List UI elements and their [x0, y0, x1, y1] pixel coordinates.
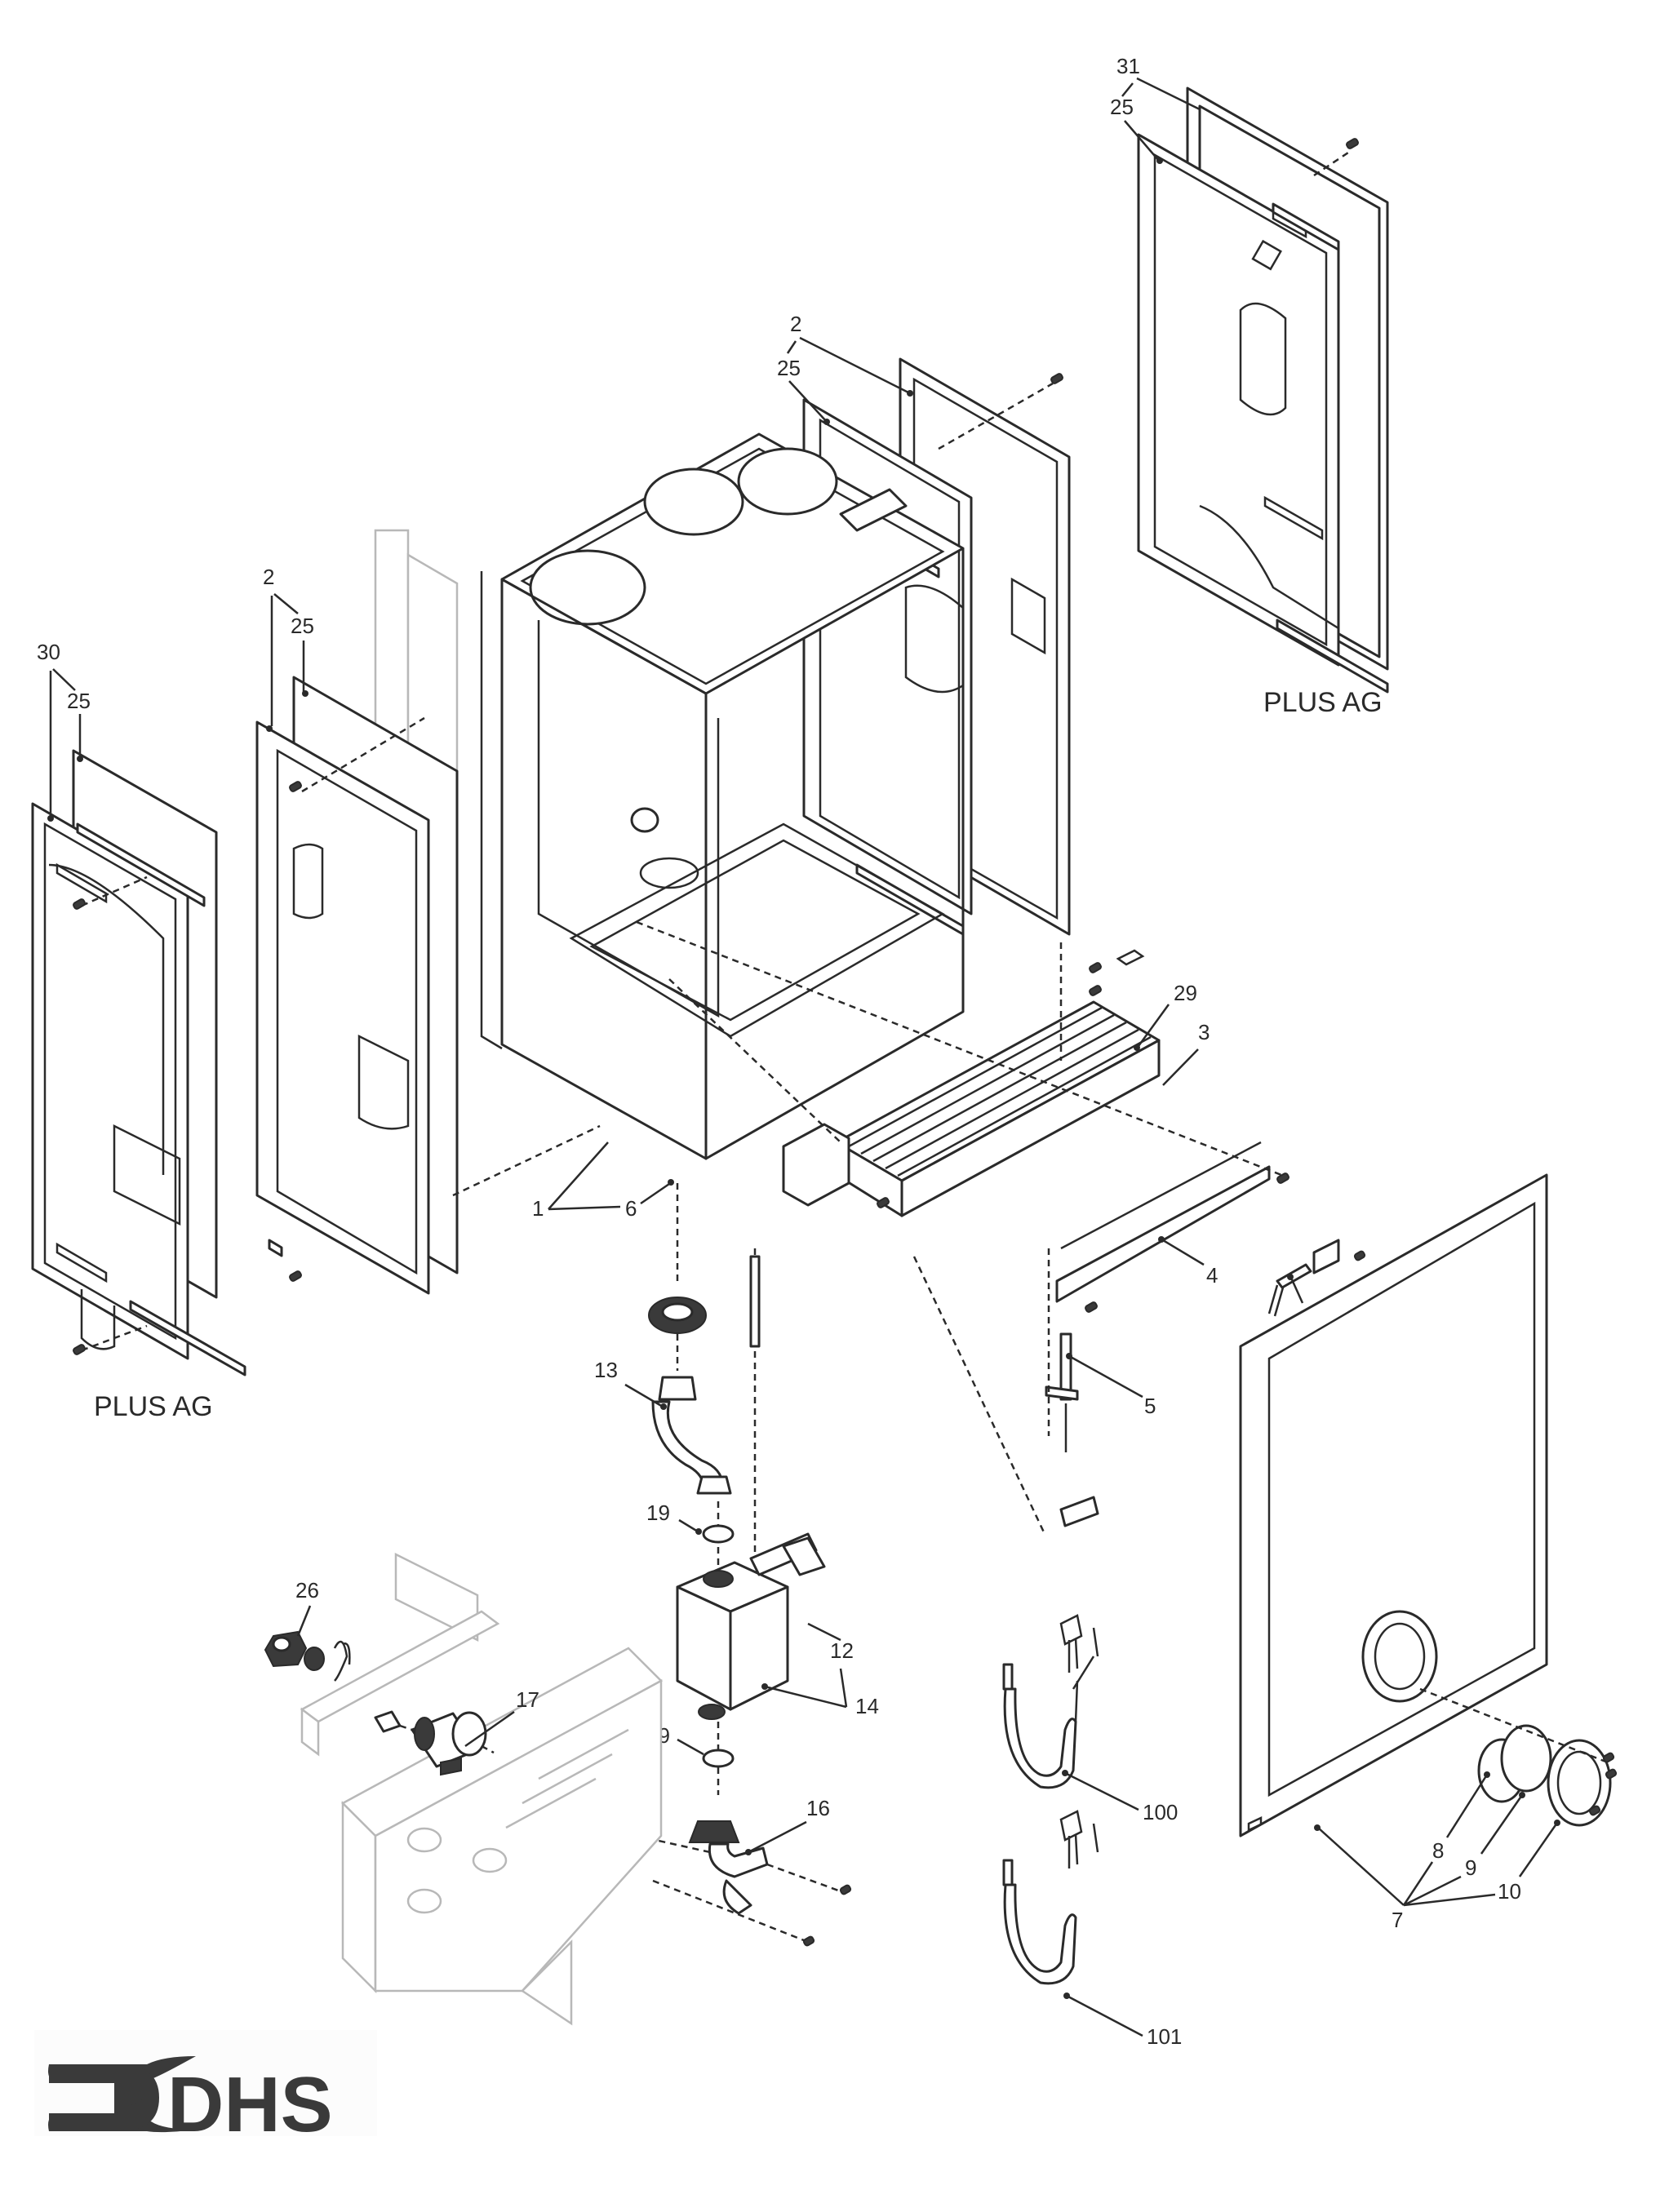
callout-5: 5: [1066, 1353, 1156, 1418]
callout-label-30: 30: [37, 640, 60, 664]
callout-label-8: 8: [1432, 1838, 1444, 1863]
front-panel-plus-ag-top-right: [1137, 86, 1389, 694]
callout-17: 17: [464, 1687, 539, 1748]
callout-label-4: 4: [1206, 1263, 1218, 1288]
callout-26: 26: [295, 1578, 319, 1637]
callout-label-14: 14: [855, 1694, 879, 1718]
gas-valve: [676, 1532, 826, 1720]
callout-100: 100: [1062, 1770, 1178, 1824]
washer-upper: [702, 1501, 735, 1575]
front-panel-plus-ag-left: [31, 749, 246, 1376]
callout-label-16: 16: [806, 1796, 830, 1820]
gas-pipe-assembly: [648, 1183, 761, 1567]
callout-label-2: 2: [263, 565, 274, 589]
callout-label-26: 26: [295, 1578, 319, 1602]
flame-sensor: [1267, 1239, 1366, 1317]
callout-label-25: 25: [1110, 95, 1134, 119]
wiring-harness-100: [1002, 1614, 1099, 1789]
callout-label-29: 29: [1174, 981, 1197, 1005]
callout-25-far-left: 25: [67, 689, 91, 762]
callout-19-upper: 19: [646, 1501, 702, 1535]
front-cover: [1239, 1173, 1548, 1837]
callout-2-left: 2: [263, 565, 299, 732]
callout-label-5: 5: [1144, 1394, 1156, 1418]
callout-25-top-right: 25: [1110, 95, 1163, 164]
burner-bracket: [1055, 1141, 1271, 1313]
callout-label-6: 6: [625, 1196, 637, 1221]
water-inlet-elbow: [636, 1820, 852, 1947]
hydraulic-frame-background: [300, 1552, 664, 2026]
side-panel-right: [802, 357, 1071, 936]
callout-label-2: 2: [790, 312, 801, 336]
callout-4: 4: [1158, 1236, 1218, 1288]
callout-16: 16: [745, 1796, 830, 1855]
callout-13: 13: [594, 1358, 667, 1410]
callout-label-31: 31: [1116, 54, 1140, 78]
callout-30: 30: [37, 640, 76, 822]
callout-label-25: 25: [291, 614, 314, 638]
callout-label-101: 101: [1147, 2024, 1182, 2049]
washer-lower: [702, 1722, 735, 1795]
callout-31: 31: [1116, 54, 1201, 111]
callout-label-1: 1: [532, 1196, 544, 1221]
callout-label-25: 25: [67, 689, 91, 713]
callout-label-9: 9: [1465, 1855, 1476, 1880]
callout-12-14: 12 14: [761, 1622, 879, 1718]
callout-label-7: 7: [1392, 1908, 1403, 1932]
callout-2-top: 2: [786, 312, 913, 397]
variant-label-plus-ag-left: PLUS AG: [94, 1391, 213, 1422]
callout-label-12: 12: [830, 1638, 854, 1663]
burner-assembly: [782, 942, 1289, 1217]
callout-25-left: 25: [291, 614, 314, 697]
callout-label-100: 100: [1143, 1800, 1178, 1824]
callout-1-and-6: 1 6: [532, 1141, 674, 1221]
dhs-logo: DHS: [34, 2030, 377, 2148]
flue-retaining-ring: [1419, 1687, 1618, 1827]
wiring-harness-101: [1002, 1810, 1099, 1985]
callout-101: 101: [1063, 1993, 1182, 2049]
callout-label-19: 19: [646, 1501, 670, 1525]
callout-3: 3: [1162, 1020, 1210, 1086]
callout-label-25: 25: [777, 356, 801, 380]
safety-valve-nut: [264, 1630, 351, 1682]
callout-label-13: 13: [594, 1358, 618, 1382]
ignition-electrode: [1045, 1248, 1099, 1527]
callout-7-8-9-10: 8 9 10 7: [1314, 1771, 1560, 1932]
callout-25-top: 25: [777, 356, 830, 425]
variant-label-plus-ag-right: PLUS AG: [1263, 687, 1383, 718]
callout-29: 29: [1134, 981, 1197, 1051]
side-panel-left: [255, 676, 601, 1295]
assembly-guide-lines: [636, 920, 1282, 1535]
callout-label-3: 3: [1198, 1020, 1210, 1044]
pressure-relief-valve: [374, 1710, 495, 1776]
callout-label-17: 17: [516, 1687, 539, 1712]
burner-blades: [848, 1006, 1152, 1177]
dhs-logo-text: DHS: [167, 2061, 333, 2148]
flue-cover-disc: [1500, 1724, 1552, 1793]
callout-label-10: 10: [1498, 1879, 1521, 1904]
